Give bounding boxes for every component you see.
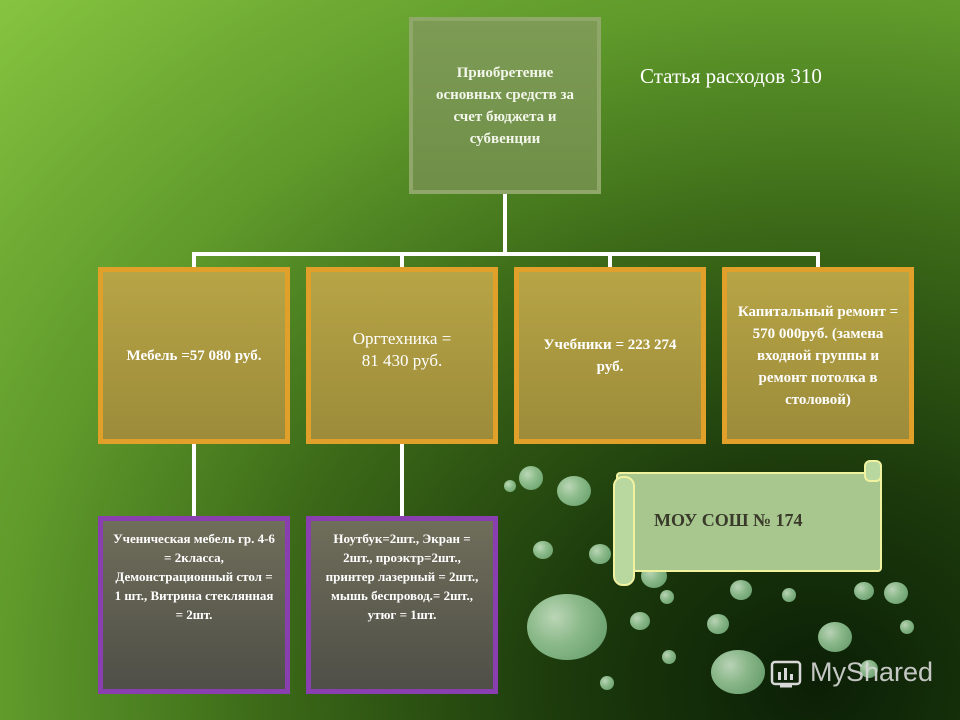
decorative-bubble: [900, 620, 914, 634]
category-label: Учебники = 223 274 руб.: [543, 336, 677, 375]
decorative-bubble: [557, 476, 591, 506]
decorative-bubble: [730, 580, 752, 600]
school-banner-label: МОУ СОШ № 174: [654, 510, 803, 530]
decorative-bubble: [818, 622, 852, 652]
decorative-bubble: [630, 612, 650, 630]
connector-furniture-details: [192, 444, 196, 516]
category-node-office-equipment: Оргтехника = 81 430 руб.: [306, 267, 498, 444]
category-node-repair: Капитальный ремонт = 570 000руб. (замена…: [722, 267, 914, 444]
banner-curl-left: [613, 476, 635, 586]
connector-textbooks: [608, 252, 612, 267]
detail-label: Ученическая мебель гр. 4-6 = 2класса, Де…: [113, 531, 275, 622]
category-label: Мебель =57 080 руб.: [126, 347, 262, 364]
school-banner: [616, 472, 882, 572]
root-node-label: Приобретение основных средств за счет бю…: [435, 64, 575, 147]
category-node-textbooks: Учебники = 223 274 руб.: [514, 267, 706, 444]
watermark-text: MyShared: [810, 657, 934, 687]
connector-root-down: [503, 194, 507, 254]
banner-curl-right: [864, 460, 882, 482]
decorative-bubble: [589, 544, 611, 564]
decorative-bubble: [519, 466, 543, 490]
connector-horizontal: [192, 252, 820, 256]
myshared-logo-icon: [770, 660, 802, 688]
detail-node-office-equipment: Ноутбук=2шт., Экран = 2шт., проэктр=2шт.…: [306, 516, 498, 694]
root-node: Приобретение основных средств за счет бю…: [409, 17, 601, 194]
decorative-bubble: [854, 582, 874, 600]
decorative-bubble: [533, 541, 553, 559]
connector-office-details: [400, 444, 404, 516]
decorative-bubble: [504, 480, 516, 492]
category-label: Оргтехника = 81 430 руб.: [352, 329, 452, 370]
decorative-bubble: [600, 676, 614, 690]
category-label: Капитальный ремонт = 570 000руб. (замена…: [737, 303, 899, 408]
decorative-bubble: [860, 660, 878, 678]
connector-furniture: [192, 252, 196, 267]
detail-node-furniture: Ученическая мебель гр. 4-6 = 2класса, Де…: [98, 516, 290, 694]
decorative-bubble: [884, 582, 908, 604]
connector-repair: [816, 252, 820, 267]
decorative-bubble: [707, 614, 729, 634]
connector-office-equipment: [400, 252, 404, 267]
diagram-title: Статья расходов 310: [640, 64, 822, 88]
decorative-bubble: [527, 594, 607, 660]
detail-label: Ноутбук=2шт., Экран = 2шт., проэктр=2шт.…: [325, 531, 479, 622]
category-node-furniture: Мебель =57 080 руб.: [98, 267, 290, 444]
decorative-bubble: [660, 590, 674, 604]
decorative-bubble: [662, 650, 676, 664]
decorative-bubble: [782, 588, 796, 602]
decorative-bubble: [711, 650, 765, 694]
